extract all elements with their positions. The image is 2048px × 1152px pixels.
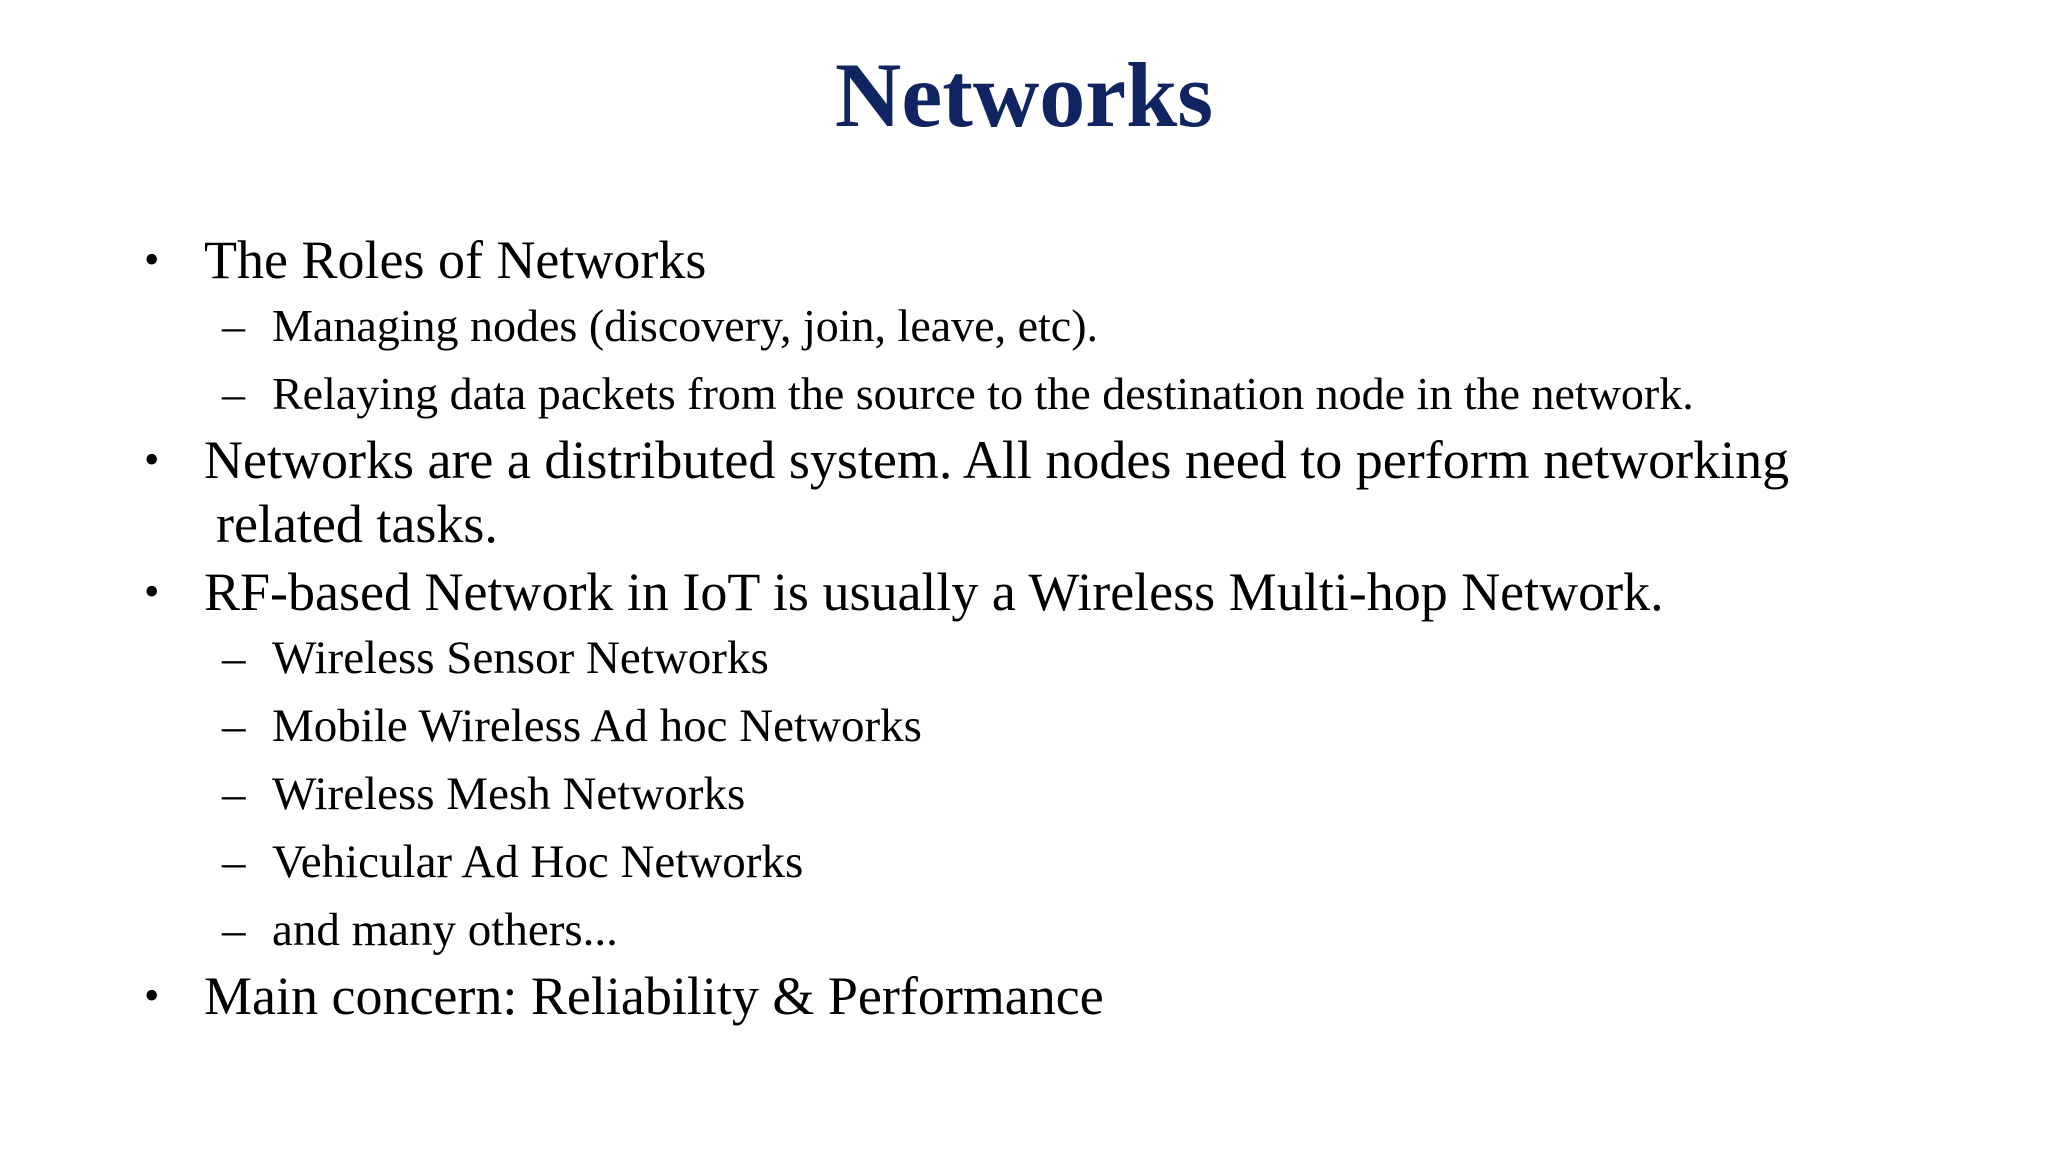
dash-icon: – [222,632,246,684]
dash-icon: – [222,700,246,752]
bullet-item-rf-network: • RF-based Network in IoT is usually a W… [140,560,1980,624]
slide-title: Networks [834,44,1214,146]
dash-icon: – [222,368,245,419]
bullet-item-distributed: • Networks are a distributed system. All… [140,428,1980,556]
sub-item-managing-nodes: – Managing nodes (discovery, join, leave… [140,292,1980,360]
bullet-text: RF-based Network in IoT is usually a Wir… [204,562,1664,622]
bullet-icon: • [144,567,160,616]
bullet-text: The Roles of Networks [204,230,707,290]
sub-item-text: and many others... [272,904,618,956]
dash-icon: – [222,768,246,820]
bullet-icon: • [144,971,160,1020]
dash-icon: – [222,300,245,351]
bullet-text: Main concern: Reliability & Performance [204,966,1104,1026]
bullet-item-roles: • The Roles of Networks [140,228,1980,292]
sub-item-relaying: – Relaying data packets from the source … [140,360,1980,428]
dash-icon: – [222,836,246,888]
bullet-text-line2: related tasks. [216,494,498,554]
sub-item-mesh: – Wireless Mesh Networks [140,760,1980,828]
sub-item-text: Wireless Mesh Networks [272,768,746,820]
slide-content: • The Roles of Networks – Managing nodes… [140,228,1980,1028]
sub-item-text: Vehicular Ad Hoc Networks [272,836,804,888]
sub-item-vanet: – Vehicular Ad Hoc Networks [140,828,1980,896]
sub-item-wsn: – Wireless Sensor Networks [140,624,1980,692]
dash-icon: – [222,904,246,956]
bullet-item-main-concern: • Main concern: Reliability & Performanc… [140,964,1980,1028]
bullet-icon: • [144,435,160,484]
sub-item-text: Relaying data packets from the source to… [272,368,1694,419]
bullet-icon: • [144,235,160,284]
sub-item-others: – and many others... [140,896,1980,964]
bullet-text-line1: Networks are a distributed system. All n… [204,430,1790,490]
sub-item-text: Wireless Sensor Networks [272,632,769,684]
sub-item-text: Mobile Wireless Ad hoc Networks [272,700,922,752]
sub-item-manet: – Mobile Wireless Ad hoc Networks [140,692,1980,760]
sub-item-text: Managing nodes (discovery, join, leave, … [272,300,1099,351]
